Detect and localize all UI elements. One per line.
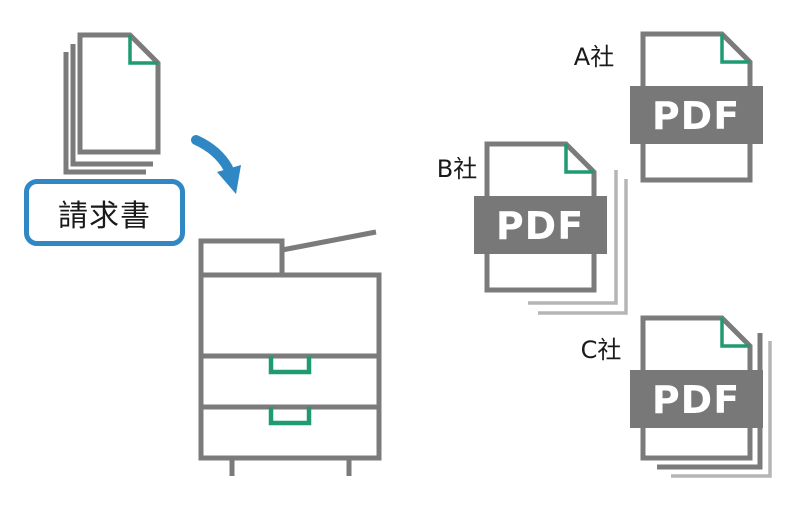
pdf-badge xyxy=(630,86,763,144)
company-label-c: C社 xyxy=(581,336,622,364)
company-label-b: B社 xyxy=(437,155,477,183)
curved-arrow-icon xyxy=(191,135,241,194)
invoice-label-box: 請求書 xyxy=(24,179,185,246)
company-label-a: A社 xyxy=(574,43,614,71)
document-stack-icon xyxy=(63,32,161,175)
pdf-file-b: PDF B社 xyxy=(437,141,628,315)
pdf-badge xyxy=(630,370,763,428)
pdf-file-a: PDF A社 xyxy=(574,31,763,183)
pdf-label-c: PDF xyxy=(652,378,740,422)
pdf-badge xyxy=(474,196,607,254)
pdf-label-b: PDF xyxy=(496,204,584,248)
multifunction-printer-icon xyxy=(198,229,382,476)
pdf-label-a: PDF xyxy=(652,94,740,138)
pdf-file-c: PDF C社 xyxy=(581,315,772,478)
invoice-label: 請求書 xyxy=(58,198,151,234)
